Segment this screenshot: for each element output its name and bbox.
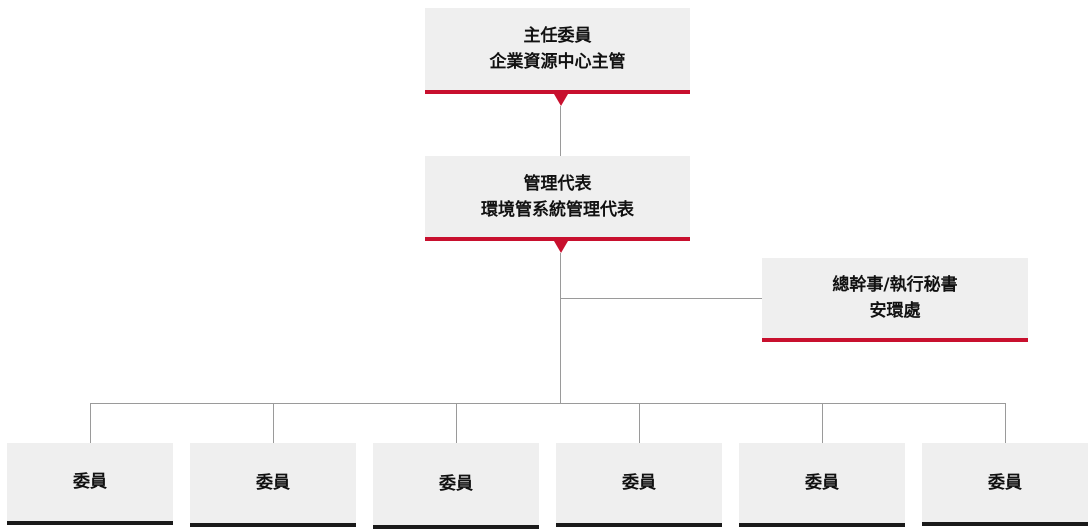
secretary-accent-bar: [762, 338, 1028, 342]
member-bar: [922, 522, 1088, 526]
chair-accent-bar: [425, 90, 690, 94]
member-label: 委員: [256, 473, 290, 493]
connector-member-3: [456, 403, 457, 443]
connector-member-6: [1005, 403, 1006, 443]
connector-member-1: [90, 403, 91, 443]
connector-member-5: [822, 403, 823, 443]
representative-node: 管理代表 環境管系統管理代表: [425, 156, 690, 237]
member-bar: [739, 523, 905, 527]
chair-title: 企業資源中心主管: [489, 52, 626, 72]
member-node: 委員: [7, 443, 173, 521]
secretary-node: 總幹事/執行秘書 安環處: [762, 258, 1028, 338]
member-node: 委員: [922, 443, 1088, 522]
representative-accent-bar: [425, 237, 690, 241]
member-bar: [7, 521, 173, 525]
representative-down-arrow: [554, 241, 568, 253]
connector-member-4: [639, 403, 640, 443]
secretary-title: 安環處: [869, 301, 921, 321]
connector-members-horizontal: [90, 403, 1006, 404]
member-bar: [190, 523, 356, 527]
secretary-role: 總幹事/執行秘書: [832, 275, 958, 295]
chair-node: 主任委員 企業資源中心主管: [425, 8, 690, 90]
member-node: 委員: [739, 443, 905, 523]
member-bar: [556, 523, 722, 527]
member-label: 委員: [805, 473, 839, 493]
member-bar: [373, 525, 539, 529]
chair-down-arrow: [554, 94, 568, 106]
connector-member-2: [273, 403, 274, 443]
member-node: 委員: [556, 443, 722, 523]
member-node: 委員: [190, 443, 356, 523]
representative-title: 環境管系統管理代表: [481, 199, 634, 220]
connector-rep-down: [560, 253, 561, 403]
representative-role: 管理代表: [523, 173, 592, 194]
chair-role: 主任委員: [523, 26, 592, 46]
member-node: 委員: [373, 443, 539, 525]
member-label: 委員: [439, 474, 473, 494]
member-label: 委員: [622, 473, 656, 493]
member-label: 委員: [988, 472, 1022, 493]
member-label: 委員: [73, 472, 107, 492]
connector-to-secretary: [560, 298, 762, 299]
connector-chair-to-rep: [560, 106, 561, 156]
